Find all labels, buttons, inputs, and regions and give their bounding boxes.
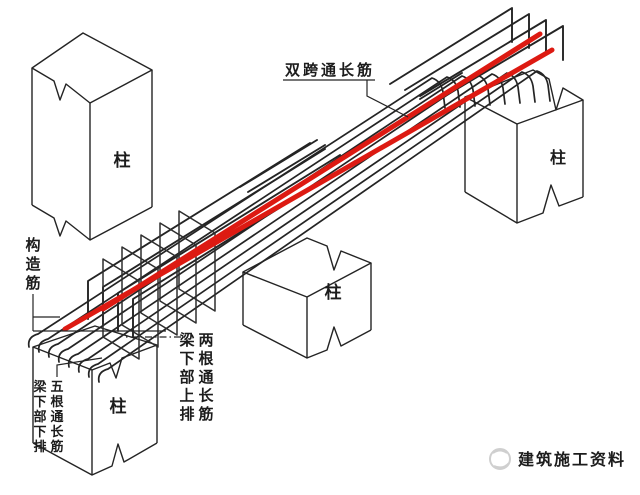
column-middle (242, 237, 372, 359)
bottom-bar (67, 73, 506, 368)
column-edges (31, 68, 153, 240)
leader-double-span (283, 79, 409, 118)
bottom-bar (77, 72, 521, 373)
bottom-bar (97, 70, 551, 383)
label-five-bars: 五根通长筋 (49, 380, 64, 455)
label-double-span-bar: 双跨通长筋 (285, 61, 375, 79)
leader-construction-bar (32, 294, 166, 332)
leader-five-bars (56, 357, 103, 377)
top-bar-hooked-right (389, 7, 513, 85)
leader-lines (32, 79, 409, 377)
column-edges (32, 345, 158, 475)
bottom-bar (27, 77, 446, 348)
label-column-top-left: 柱 (114, 150, 131, 171)
bottom-rebar-bundle (27, 70, 551, 383)
column-edges (242, 263, 372, 358)
lap-bar (419, 72, 463, 100)
top-bar-hooked-right (434, 25, 564, 103)
text-labels: 双跨通长筋 构造筋 两根通长筋 梁下部上排 五根通长筋 梁下部下排 柱 柱 柱 … (24, 61, 566, 455)
label-column-bottom-left: 柱 (110, 396, 127, 417)
watermark: 建筑施工资料 (489, 448, 626, 470)
column-bottom-edges (464, 184, 584, 224)
column-top-face (242, 237, 372, 298)
top-bar (87, 142, 311, 320)
column-top-left (31, 32, 153, 241)
column-bottom-edges (242, 324, 372, 359)
red-through-bars (62, 31, 555, 332)
label-column-right: 柱 (550, 148, 566, 167)
column-bottom-edges (32, 442, 158, 476)
bottom-bar (47, 75, 476, 358)
bottom-bar (57, 74, 491, 363)
bottom-bar (87, 71, 536, 378)
label-five-bars-row: 梁下部下排 (32, 379, 47, 455)
label-two-bars: 两根通长筋 (197, 331, 214, 423)
label-construction-bar: 构造筋 (24, 236, 40, 292)
top-bar-hooked-right (419, 19, 547, 97)
top-bar-hooked-right (404, 13, 530, 91)
column-bottom-edges (31, 204, 153, 241)
logo-leaf (492, 449, 510, 469)
label-two-bars-row: 梁下部上排 (178, 331, 195, 423)
label-column-middle: 柱 (325, 282, 342, 303)
lap-bar (247, 144, 326, 193)
column-top-face (31, 32, 153, 104)
watermark-text: 建筑施工资料 (518, 450, 626, 469)
double-span-bar-lower (62, 47, 555, 332)
column-edges (464, 97, 584, 223)
logo-circle (489, 448, 511, 470)
lap-bar (239, 139, 318, 188)
leaf-logo-icon (489, 448, 511, 470)
column-right (464, 69, 584, 224)
